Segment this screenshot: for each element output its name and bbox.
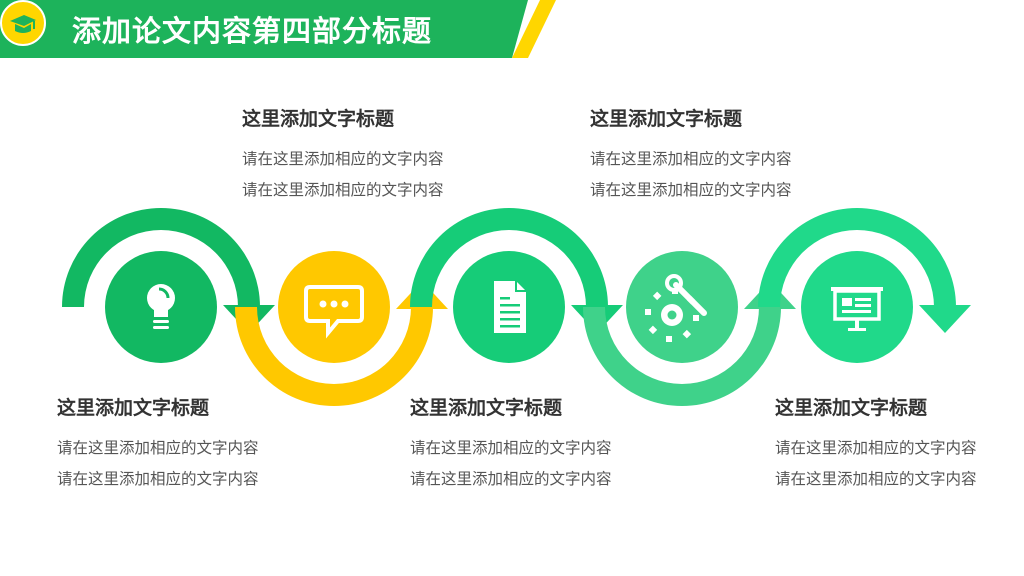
step-5-arc [758, 208, 971, 333]
step-2-description: 请在这里添加相应的文字内容请在这里添加相应的文字内容 [242, 150, 444, 199]
step-5-node [801, 251, 913, 363]
step-4-description: 请在这里添加相应的文字内容请在这里添加相应的文字内容 [590, 150, 792, 199]
step-3-text-block: 这里添加文字标题 请在这里添加相应的文字内容请在这里添加相应的文字内容 [410, 395, 650, 495]
header-background [0, 0, 556, 58]
step-1-node [105, 251, 217, 363]
document-icon [494, 281, 526, 333]
step-1-text-block: 这里添加文字标题 请在这里添加相应的文字内容请在这里添加相应的文字内容 [57, 395, 297, 495]
connector-arcs [62, 208, 971, 406]
step-circles [105, 251, 913, 363]
step-1-title: 这里添加文字标题 [57, 397, 210, 419]
chat-bubble-icon [304, 285, 364, 339]
step-3-description: 请在这里添加相应的文字内容请在这里添加相应的文字内容 [410, 439, 612, 488]
step-3-node [453, 251, 565, 363]
step-5-title: 这里添加文字标题 [775, 397, 928, 419]
step-2-title: 这里添加文字标题 [242, 108, 395, 130]
page-title: 添加论文内容第四部分标题 [72, 14, 433, 48]
step-2-node [278, 251, 390, 363]
presentation-board-icon [831, 287, 883, 331]
step-4-text-block: 这里添加文字标题 请在这里添加相应的文字内容请在这里添加相应的文字内容 [590, 106, 830, 206]
step-2-text-block: 这里添加文字标题 请在这里添加相应的文字内容请在这里添加相应的文字内容 [242, 106, 482, 206]
lightbulb-icon [147, 284, 175, 329]
step-3-title: 这里添加文字标题 [410, 397, 563, 419]
graduation-cap-logo-icon [0, 0, 46, 46]
step-1-description: 请在这里添加相应的文字内容请在这里添加相应的文字内容 [57, 439, 259, 488]
step-4-title: 这里添加文字标题 [590, 108, 743, 130]
wrench-gear-icon [645, 274, 707, 342]
step-5-text-block: 这里添加文字标题 请在这里添加相应的文字内容请在这里添加相应的文字内容 [775, 395, 1015, 495]
step-5-description: 请在这里添加相应的文字内容请在这里添加相应的文字内容 [775, 439, 977, 488]
header-bar: 添加论文内容第四部分标题 [0, 0, 1024, 62]
step-4-node [626, 251, 738, 363]
